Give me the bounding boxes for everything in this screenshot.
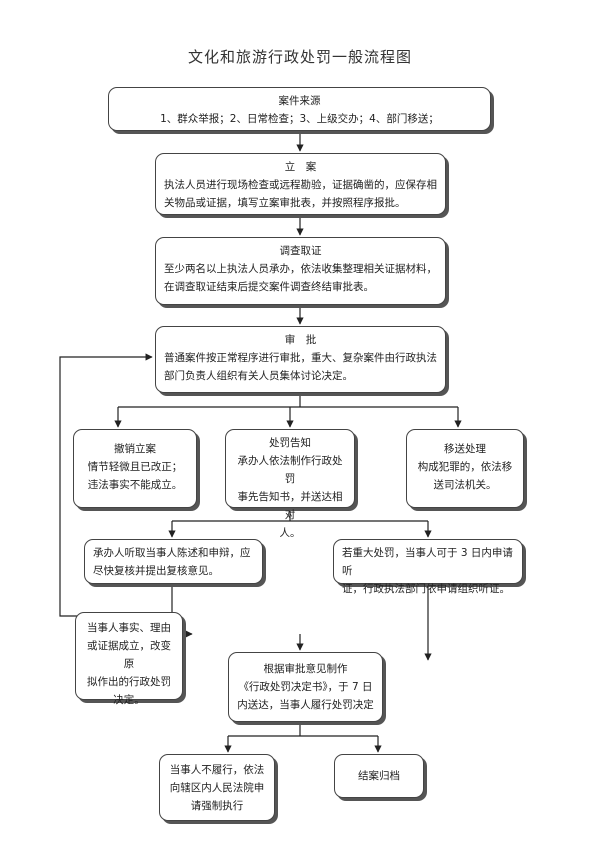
node-close-archive: 结案归档: [334, 754, 424, 798]
node-approval: 审 批 普通案件按正常程序进行审批，重大、复杂案件由行政执法 部门负责人组织有关…: [155, 326, 446, 393]
node-hearing: 若重大处罚，当事人可于 3 日内申请听 证，行政执法部门依申请组织听证。: [333, 539, 523, 595]
node-transfer: 移送处理 构成犯罪的，依法移 送司法机关。: [406, 429, 524, 508]
node-revoke-filing-head: 撤销立案: [114, 443, 156, 455]
node-investigation: 调查取证 至少两名以上执法人员承办，依法收集整理相关证据材料， 在调查取证结束后…: [155, 237, 446, 305]
node-penalty-notice-body: 承办人依法制作行政处罚 事先告知书，并送达相对 人。: [237, 455, 343, 539]
node-change-decision-body: 当事人事实、理由 或证据成立，改变原 拟作出的行政处罚 决定。: [87, 622, 171, 706]
arrow-change-back-to-approval: [59, 353, 153, 617]
node-transfer-head: 移送处理: [444, 443, 486, 455]
node-change-decision: 当事人事实、理由 或证据成立，改变原 拟作出的行政处罚 决定。: [75, 612, 183, 706]
node-penalty-decision: 根据审批意见制作 《行政处罚决定书》，于 7 日 内送达，当事人履行处罚决定: [228, 652, 383, 722]
node-enforcement: 当事人不履行，依法 向辖区内人民法院申 请强制执行: [159, 754, 275, 821]
node-enforcement-body: 当事人不履行，依法 向辖区内人民法院申 请强制执行: [169, 764, 265, 812]
node-investigation-body: 至少两名以上执法人员承办，依法收集整理相关证据材料， 在调查取证结束后提交案件调…: [164, 263, 437, 293]
node-penalty-notice: 处罚告知 承办人依法制作行政处罚 事先告知书，并送达相对 人。: [225, 429, 355, 539]
node-penalty-notice-head: 处罚告知: [269, 437, 311, 449]
node-approval-body: 普通案件按正常程序进行审批，重大、复杂案件由行政执法 部门负责人组织有关人员集体…: [164, 352, 437, 382]
node-hearing-body: 若重大处罚，当事人可于 3 日内申请听 证，行政执法部门依申请组织听证。: [342, 547, 513, 595]
node-revoke-filing: 撤销立案 情节轻微且已改正； 违法事实不能成立。: [73, 429, 197, 508]
node-statement-review-body: 承办人听取当事人陈述和申辩，应 尽快复核并提出复核意见。: [93, 547, 251, 577]
node-revoke-filing-body: 情节轻微且已改正； 违法事实不能成立。: [87, 461, 183, 491]
node-investigation-head: 调查取证: [279, 245, 322, 257]
node-case-source-body: 1、群众举报；2、日常检查；3、上级交办；4、部门移送；: [160, 113, 439, 125]
node-penalty-decision-body: 根据审批意见制作 《行政处罚决定书》，于 7 日 内送达，当事人履行处罚决定: [237, 663, 374, 711]
node-statement-review: 承办人听取当事人陈述和申辩，应 尽快复核并提出复核意见。: [84, 539, 263, 584]
node-approval-head: 审 批: [284, 334, 317, 346]
flowchart-title: 文化和旅游行政处罚一般流程图: [187, 48, 412, 66]
node-transfer-body: 构成犯罪的，依法移 送司法机关。: [417, 461, 513, 491]
node-filing: 立 案 执法人员进行现场检查或远程勘验，证据确凿的，应保存相 关物品或证据，填写…: [155, 153, 446, 215]
node-filing-head: 立 案: [284, 161, 317, 173]
node-case-source: 案件来源 1、群众举报；2、日常检查；3、上级交办；4、部门移送；: [108, 87, 491, 131]
node-case-source-head: 案件来源: [278, 95, 321, 107]
node-close-archive-body: 结案归档: [358, 770, 400, 782]
node-filing-body: 执法人员进行现场检查或远程勘验，证据确凿的，应保存相 关物品或证据，填写立案审批…: [164, 179, 437, 209]
